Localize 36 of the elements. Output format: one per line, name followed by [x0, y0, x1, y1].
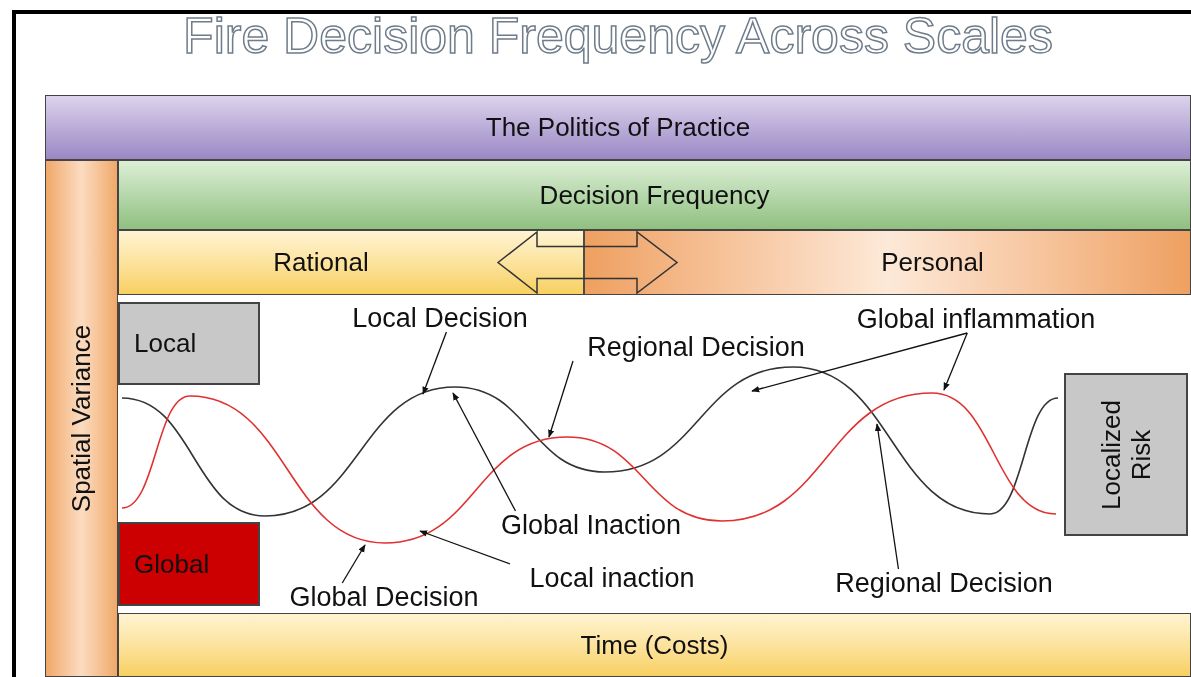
header-band [45, 95, 1191, 160]
callout-label: Global Decision [268, 583, 500, 611]
leader-arrow [419, 530, 511, 565]
callout-label: Regional Decision [810, 569, 1078, 597]
category-band [118, 230, 584, 295]
scale-box [118, 522, 260, 606]
callout-label: Local inaction [510, 564, 714, 592]
leader-arrow [943, 332, 968, 391]
footer-band [118, 613, 1191, 677]
band-label: Spatial Variance [65, 324, 97, 513]
leader-arrow [751, 332, 968, 393]
title: Fire Decision Frequency Across Scales [182, 8, 1054, 64]
callout-label: Global inflammation [830, 305, 1122, 333]
double-arrow [496, 230, 679, 295]
box-label: Global [134, 547, 210, 581]
band-label: Personal [881, 246, 984, 279]
band-label: Time (Costs) [580, 628, 729, 662]
side-band [45, 160, 118, 677]
leader-arrow [548, 360, 574, 438]
callout-label: Regional Decision [573, 333, 819, 361]
header-band [118, 160, 1191, 230]
category-band [584, 230, 1191, 295]
leader-arrow [452, 392, 517, 512]
band-label: Rational [273, 246, 369, 279]
leader-arrow [874, 423, 900, 570]
scale-box [118, 302, 260, 385]
leader-arrow [422, 331, 448, 395]
leader-arrow [341, 544, 366, 584]
band-label: The Politics of Practice [485, 111, 751, 144]
box-label: Local [134, 327, 197, 360]
wave-curve [121, 392, 1057, 544]
scale-box [1064, 373, 1188, 536]
box-label: Localized Risk [1096, 398, 1156, 512]
band-label: Decision Frequency [539, 178, 770, 212]
callout-label: Local Decision [333, 304, 547, 332]
callout-label: Global Inaction [480, 511, 702, 539]
